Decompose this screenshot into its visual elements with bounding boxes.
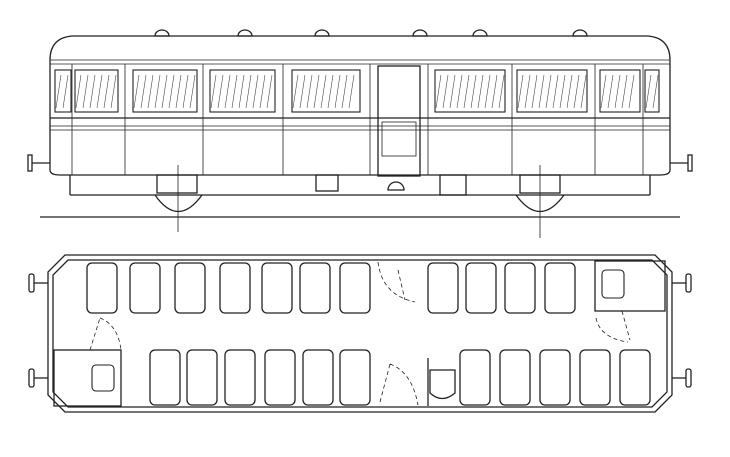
seat bbox=[129, 262, 161, 314]
door bbox=[377, 65, 421, 177]
seat bbox=[539, 349, 571, 406]
seat bbox=[459, 349, 491, 406]
seat bbox=[224, 349, 256, 406]
seat bbox=[339, 349, 371, 406]
seat bbox=[544, 262, 576, 314]
seat bbox=[299, 262, 331, 314]
roof-vent bbox=[472, 29, 488, 37]
roof-vent bbox=[154, 29, 170, 37]
roof-vents bbox=[154, 29, 588, 37]
seat bbox=[219, 262, 251, 314]
seat bbox=[264, 349, 296, 406]
window bbox=[74, 69, 119, 113]
center-seat bbox=[429, 369, 456, 400]
seat bbox=[465, 262, 497, 314]
roof-vent bbox=[412, 29, 428, 37]
window bbox=[132, 69, 198, 113]
seats bbox=[86, 262, 651, 406]
window bbox=[54, 69, 72, 113]
side-windows bbox=[54, 69, 660, 113]
floor-plan bbox=[28, 254, 692, 413]
left-toilet bbox=[53, 349, 122, 407]
door-panel bbox=[381, 121, 417, 157]
seat bbox=[174, 262, 206, 314]
body-pillars bbox=[71, 64, 644, 175]
window bbox=[434, 69, 506, 113]
window bbox=[516, 69, 588, 113]
seat bbox=[302, 349, 334, 406]
right-toilet bbox=[594, 260, 666, 312]
seat bbox=[499, 349, 531, 406]
plan-outline bbox=[47, 254, 673, 413]
seat bbox=[86, 262, 118, 314]
roof-vent bbox=[314, 29, 330, 37]
seat bbox=[504, 262, 536, 314]
seat bbox=[619, 349, 651, 406]
seat bbox=[339, 262, 371, 314]
seat bbox=[261, 262, 293, 314]
roof-vent bbox=[237, 29, 253, 37]
plan-buffers bbox=[28, 273, 692, 388]
seat bbox=[186, 349, 218, 406]
roof-vent bbox=[572, 29, 588, 37]
window bbox=[209, 69, 276, 113]
window bbox=[644, 69, 660, 113]
seat bbox=[579, 349, 611, 406]
seat bbox=[149, 349, 181, 406]
buffer-left bbox=[27, 154, 50, 172]
wheel-left bbox=[154, 194, 203, 212]
side-elevation bbox=[27, 29, 693, 238]
seat bbox=[427, 262, 459, 314]
buffer-right bbox=[670, 154, 693, 172]
